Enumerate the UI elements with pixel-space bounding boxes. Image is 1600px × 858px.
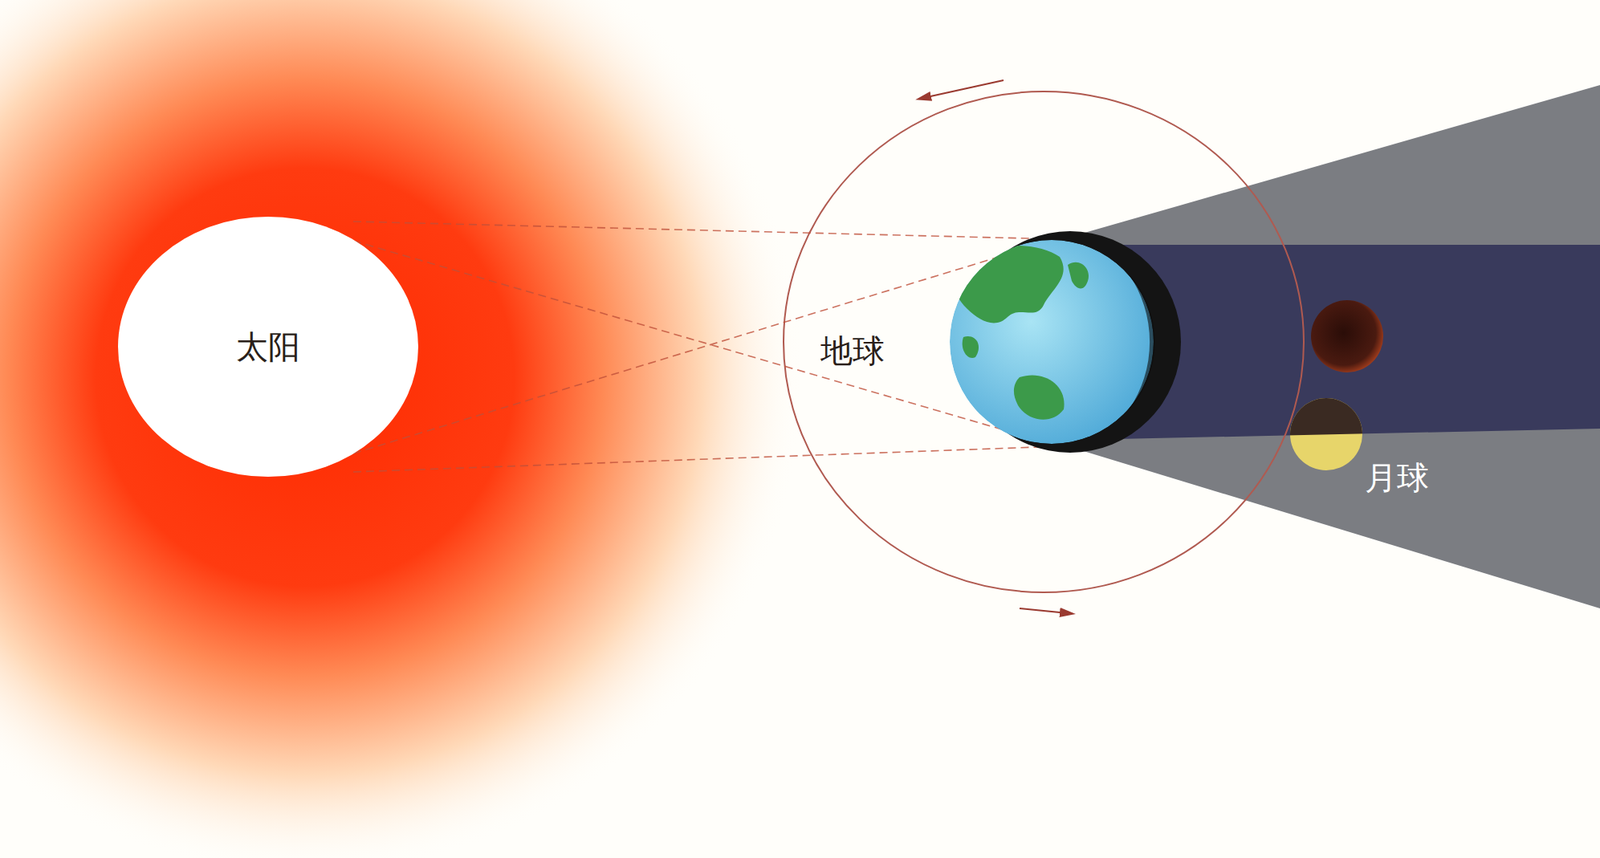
sun-disc: 太阳 [118,216,419,477]
moon-label: 月球 [1364,455,1430,501]
earth-label: 地球 [820,329,885,374]
sun-label: 太阳 [236,325,301,370]
